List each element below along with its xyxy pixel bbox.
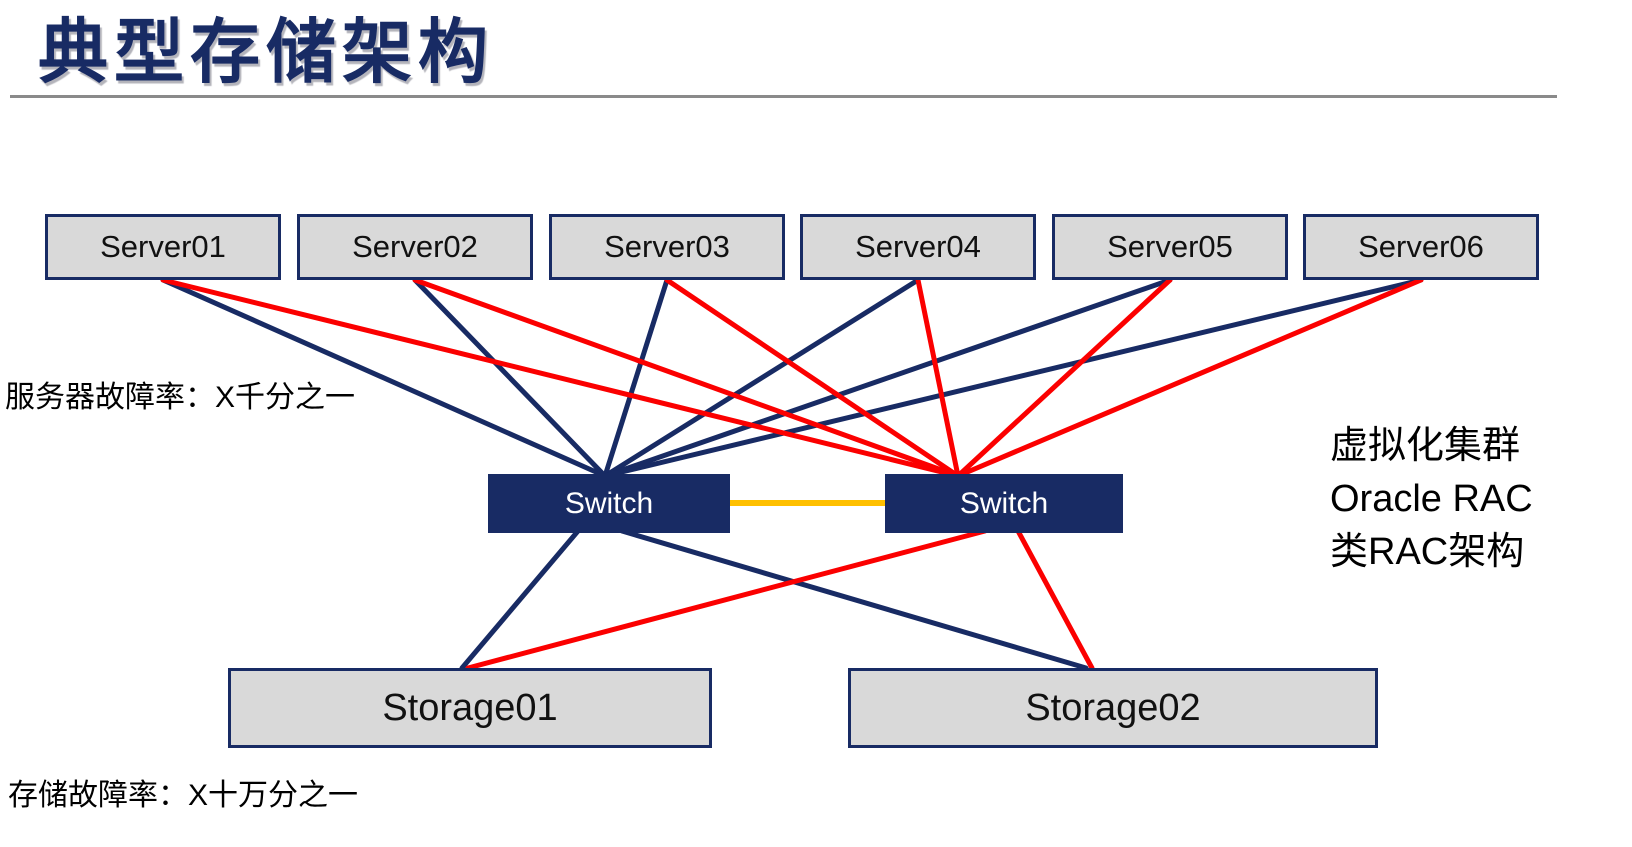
switch2-box: Switch [885,474,1123,533]
server01-label: Server01 [100,229,226,264]
cluster-note-line-2: Oracle RAC [1330,478,1533,520]
cluster-note-line-3: 类RAC架构 [1330,531,1525,573]
server04-label: Server04 [855,229,981,264]
server01-box: Server01 [45,214,281,280]
storage02-label: Storage02 [1025,686,1201,729]
storage01-box: Storage01 [228,668,712,748]
cluster-note: 虚拟化集群 Oracle RAC 类RAC架构 [1330,420,1533,579]
storage01-label: Storage01 [382,686,558,729]
link-server03-switch1_top [602,277,670,479]
server-failure-rate-note: 服务器故障率：X千分之一 [5,381,356,414]
link-server05-switch1_top [602,277,1173,479]
link-server04-switch1_top [602,277,921,479]
server02-box: Server02 [297,214,533,280]
storage-failure-rate-note: 存储故障率：X十万分之一 [8,779,359,812]
cluster-note-line-1: 虚拟化集群 [1330,425,1521,467]
link-switch2_bottom_left-storage01_top2 [465,528,988,671]
storage02-box: Storage02 [848,668,1378,748]
page-title: 典型存储架构 [38,13,494,91]
switch2-label: Switch [959,486,1049,520]
link-server05-switch2_top [955,277,1173,479]
link-server04-switch2_top [915,277,961,479]
server03-box: Server03 [549,214,785,280]
switch1-box: Switch [488,474,730,533]
server06-label: Server06 [1358,229,1484,264]
server03-label: Server03 [604,229,730,264]
link-server03-switch2_top [664,277,961,479]
link-switch1_bottom_right-storage02_top [619,528,1089,671]
link-switch2_bottom_right-storage02_top2 [1015,528,1095,671]
server04-box: Server04 [800,214,1036,280]
link-server02-switch1_top [412,277,608,479]
server02-label: Server02 [352,229,478,264]
link-server06-switch1_top [602,277,1424,479]
link-switch1_bottom_left-storage01_top [459,528,581,671]
title-divider [10,95,1557,98]
server06-box: Server06 [1303,214,1539,280]
server05-label: Server05 [1107,229,1233,264]
switch1-label: Switch [564,486,654,520]
link-server02-switch2_top [412,277,961,479]
server05-box: Server05 [1052,214,1288,280]
